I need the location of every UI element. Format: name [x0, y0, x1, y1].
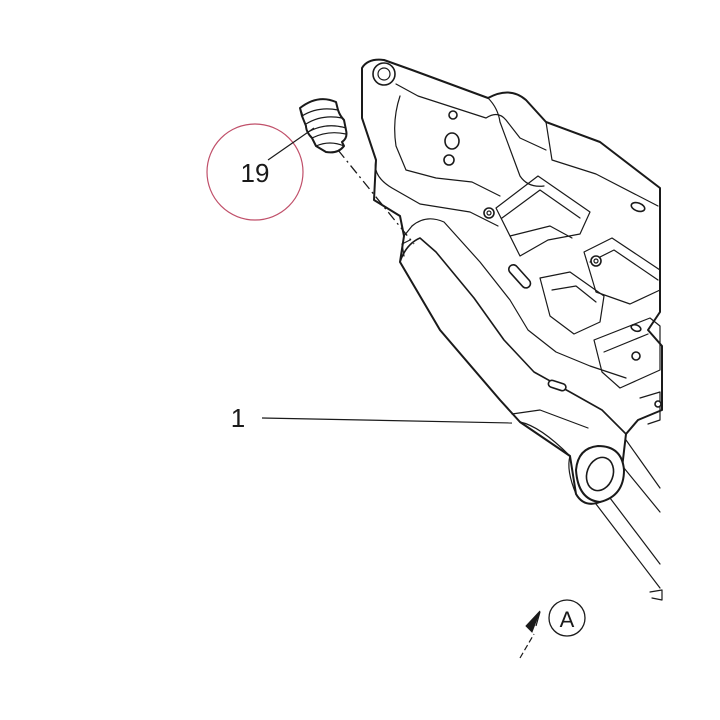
view-a-label: A — [560, 607, 575, 632]
leader-line-19 — [267, 127, 315, 161]
view-a-indicator: A — [519, 599, 586, 659]
bump-stop-part-19 — [299, 98, 348, 154]
bolt-icon — [483, 207, 495, 219]
view-arrow-shaft — [519, 633, 535, 659]
bolt-icon — [590, 255, 602, 267]
installation-axis — [337, 149, 415, 245]
arrow-head-icon — [525, 610, 541, 633]
bracket-part-1 — [361, 58, 663, 601]
callout-19: 19 — [206, 123, 315, 221]
callout-1: 1 — [231, 403, 513, 433]
leader-line-1 — [261, 417, 513, 424]
highlight-circle — [206, 123, 304, 221]
view-a-circle — [548, 599, 586, 637]
callout-label-19: 19 — [241, 158, 270, 188]
callout-label-1: 1 — [231, 403, 245, 433]
